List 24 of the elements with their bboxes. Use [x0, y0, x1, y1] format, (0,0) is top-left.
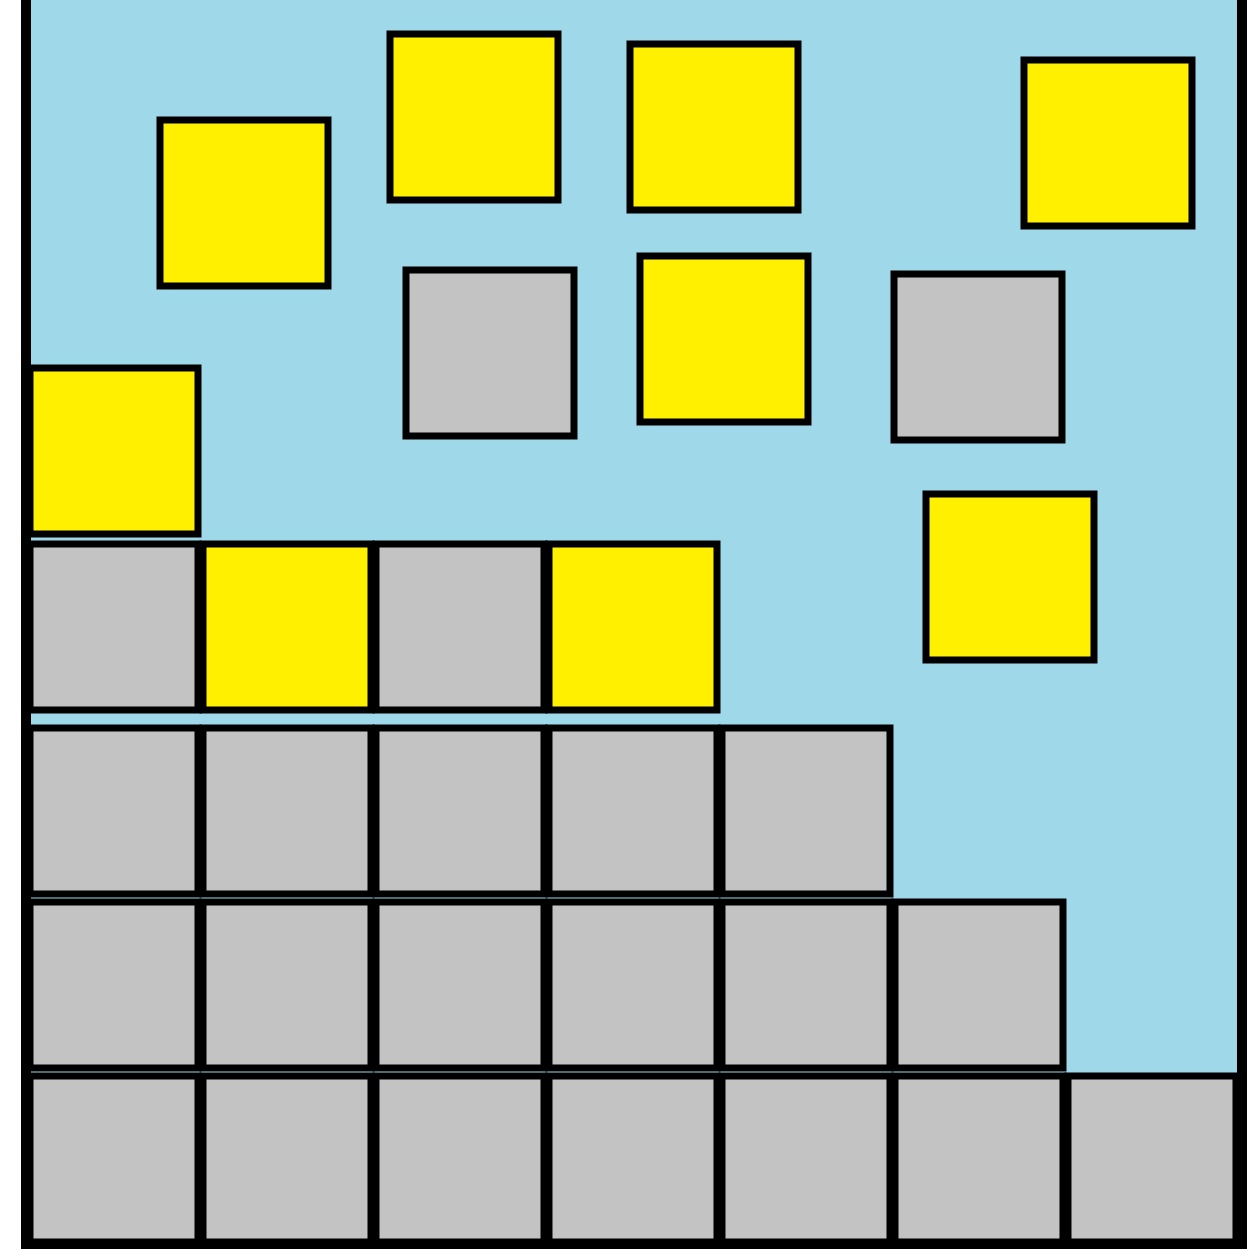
block: [718, 898, 894, 1072]
block: [545, 540, 721, 714]
block: [372, 540, 548, 714]
block: [372, 724, 548, 898]
block: [545, 898, 721, 1072]
block: [626, 40, 802, 214]
block: [199, 724, 375, 898]
block: [718, 724, 894, 898]
block: [636, 252, 812, 426]
block: [386, 30, 562, 204]
block: [1020, 56, 1196, 230]
block: [26, 898, 202, 1072]
block: [402, 266, 578, 440]
block: [890, 270, 1066, 444]
block: [545, 724, 721, 898]
block: [26, 364, 202, 538]
block: [891, 898, 1067, 1072]
block: [26, 724, 202, 898]
block: [922, 490, 1098, 664]
block: [26, 540, 202, 714]
block: [156, 116, 332, 290]
block: [372, 898, 548, 1072]
block: [199, 898, 375, 1072]
block: [199, 540, 375, 714]
